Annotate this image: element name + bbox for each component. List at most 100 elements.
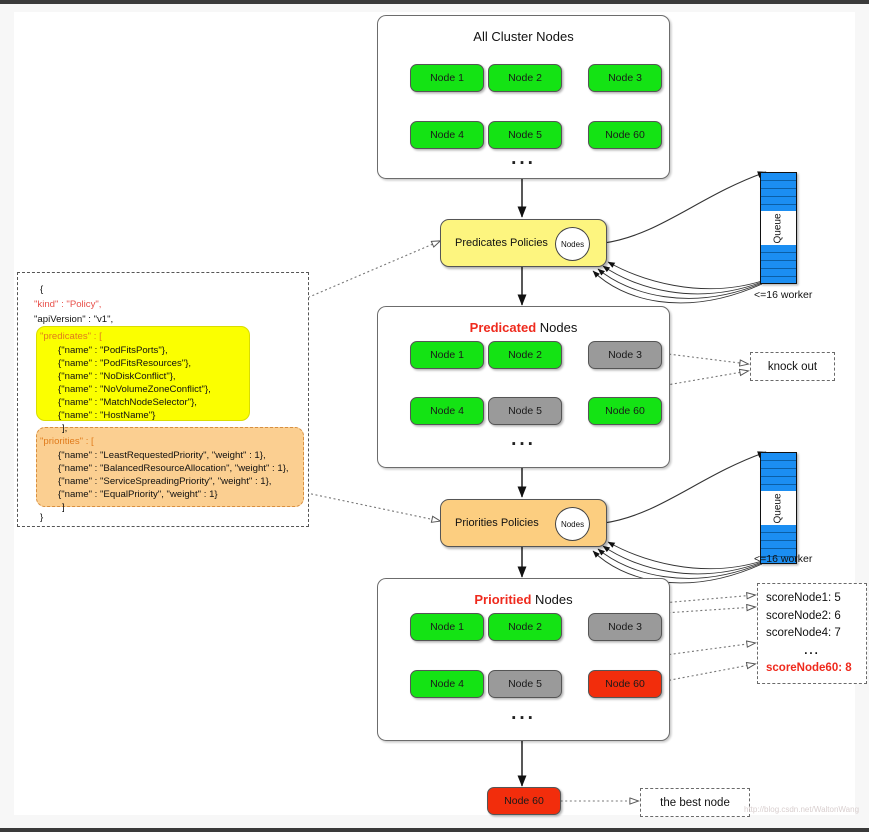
best-node-callout: the best node [640,788,750,817]
node-chip[interactable]: Node 5 [488,121,562,149]
node-chip[interactable]: Node 2 [488,613,562,641]
nodes-circle-label: Nodes [560,239,585,249]
node-chip[interactable]: Node 3 [588,341,662,369]
node-chip[interactable]: Node 2 [488,341,562,369]
node-chip[interactable]: Node 5 [488,397,562,425]
json-line: "kind" : "Policy", [34,299,102,310]
queue-divider [761,188,796,189]
priorities-policies-box[interactable]: Priorities Policies Nodes [440,499,607,547]
json-line: {"name" : "MatchNodeSelector"}, [58,397,197,408]
node-chip[interactable]: Node 1 [410,341,484,369]
panel-title-all-cluster-nodes: All Cluster Nodes [378,29,669,44]
predicates-nodes-circle: Nodes [555,227,590,261]
node-chip[interactable]: Node 2 [488,64,562,92]
worker-label-bottom: <=16 worker [754,553,813,565]
json-line: {"name" : "HostName"} [58,410,156,421]
node-label: Node 60 [605,405,645,417]
score-line: scoreNode2: 6 [766,609,841,622]
worker-label-top: <=16 worker [754,289,813,301]
queue-divider [761,556,796,557]
panel-ellipsis: ... [511,148,536,169]
final-best-node-chip[interactable]: Node 60 [487,787,561,815]
queue-divider [761,204,796,205]
node-label: Node 4 [430,678,464,690]
score-ellipsis: ... [804,644,820,657]
panel-title-predicated-nodes: Predicated Nodes [378,320,669,335]
node-label: Node 5 [508,678,542,690]
priorities-policies-label: Priorities Policies [455,517,539,529]
json-line: {"name" : "NoVolumeZoneConflict"}, [58,384,211,395]
node-chip[interactable]: Node 4 [410,397,484,425]
knock-out-label: knock out [767,360,818,373]
queue-divider [761,476,796,477]
queue-divider [761,532,796,533]
predicates-policies-box[interactable]: Predicates Policies Nodes [440,219,607,267]
panel-title-accent: Predicated [469,320,537,335]
queue-divider [761,484,796,485]
panel-predicated-nodes: Predicated Nodes Node 1 Node 2 Node 3 No… [377,306,670,468]
predicates-policies-label: Predicates Policies [455,237,548,249]
policy-json-text: { "kind" : "Policy", "apiVersion" : "v1"… [18,273,308,526]
queue-divider [761,260,796,261]
node-label: Node 2 [508,349,542,361]
json-line: "apiVersion" : "v1", [34,314,114,325]
queue-divider [761,268,796,269]
node-chip[interactable]: Node 1 [410,613,484,641]
priorities-highlight [36,427,304,507]
node-label: Node 3 [608,349,642,361]
panel-ellipsis: ... [511,429,536,450]
panel-all-cluster-nodes: All Cluster Nodes Node 1 Node 2 Node 3 N… [377,15,670,179]
node-label: Node 3 [608,621,642,633]
best-node-label: the best node [660,796,730,809]
score-line: scoreNode1: 5 [766,592,841,604]
node-label: Node 60 [605,129,645,141]
policy-json-panel: { "kind" : "Policy", "apiVersion" : "v1"… [17,272,309,527]
queue-bottom: Queue [760,452,797,564]
json-line: {"name" : "LeastRequestedPriority", "wei… [58,450,266,461]
json-line: { [40,284,44,295]
score-winner: scoreNode60: 8 [766,662,852,674]
panel-title-text: All Cluster Nodes [473,29,574,44]
queue-label: Queue [773,492,784,524]
node-label: Node 2 [508,621,542,633]
node-chip[interactable]: Node 3 [588,613,662,641]
queue-segment [761,245,796,283]
node-chip[interactable]: Node 4 [410,121,484,149]
queue-label-area: Queue [761,491,796,525]
nodes-circle-label: Nodes [560,519,585,529]
queue-segment [761,453,796,491]
queue-divider [761,548,796,549]
node-chip[interactable]: Node 3 [588,64,662,92]
node-label: Node 60 [504,795,544,807]
json-line: "priorities" : [ [40,436,94,447]
panel-title-rest: Nodes [536,320,578,335]
queue-label: Queue [773,212,784,244]
queue-divider [761,468,796,469]
json-line: ], [62,423,68,434]
node-label: Node 4 [430,129,464,141]
queue-label-area: Queue [761,211,796,245]
node-chip[interactable]: Node 60 [588,670,662,698]
queue-divider [761,540,796,541]
queue-segment [761,173,796,211]
bottom-border-strip [0,828,869,832]
node-chip[interactable]: Node 60 [588,397,662,425]
knock-out-callout: knock out [750,352,835,381]
json-line: {"name" : "NoDiskConflict"}, [58,371,176,382]
node-label: Node 4 [430,405,464,417]
panel-title-prioritied-nodes: Prioritied Nodes [378,592,669,607]
node-label: Node 3 [608,72,642,84]
node-chip[interactable]: Node 1 [410,64,484,92]
json-line: } [40,512,44,523]
node-chip[interactable]: Node 5 [488,670,562,698]
node-label: Node 5 [508,129,542,141]
node-chip[interactable]: Node 60 [588,121,662,149]
queue-divider [761,276,796,277]
panel-title-rest: Nodes [531,592,573,607]
json-line: {"name" : "EqualPriority", "weight" : 1} [58,489,218,500]
node-label: Node 1 [430,72,464,84]
json-line: ] [62,502,65,513]
panel-title-accent: Prioritied [474,592,532,607]
node-chip[interactable]: Node 4 [410,670,484,698]
panel-ellipsis: ... [511,703,536,724]
